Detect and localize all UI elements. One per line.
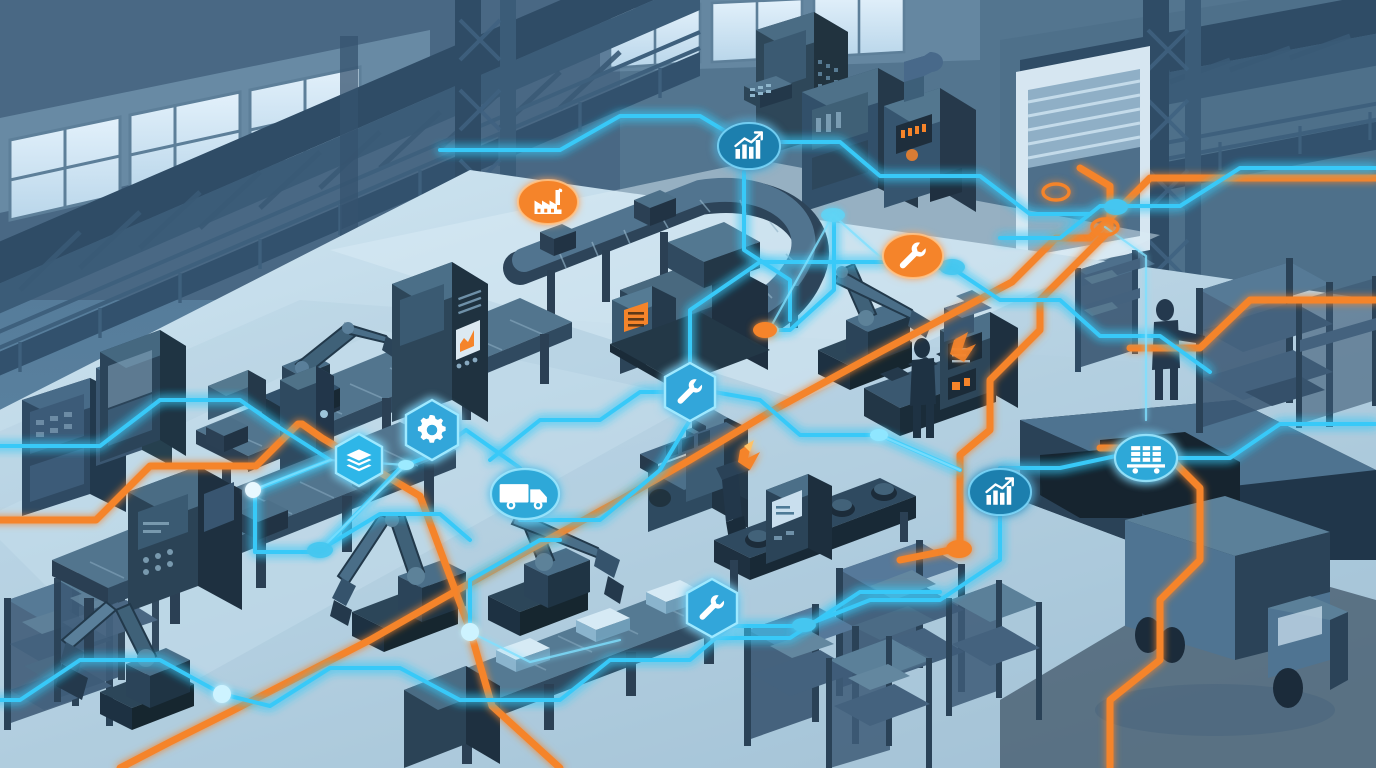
conveyor-box — [206, 417, 248, 452]
truck-icon[interactable] — [489, 467, 561, 521]
operator-worker — [910, 338, 936, 438]
wrench-icon[interactable] — [663, 361, 717, 423]
flow-nodes — [213, 182, 1128, 703]
robot-arm-lower-mid — [488, 504, 624, 636]
icon-badges[interactable] — [334, 122, 1179, 639]
hmi-panel — [744, 76, 792, 108]
conveyor-box — [634, 190, 676, 226]
conveyor-part — [576, 608, 630, 642]
assembly-station — [714, 474, 916, 592]
hmi-screen — [456, 320, 480, 360]
conveyor-part — [496, 638, 550, 672]
data-flow-line — [0, 114, 1376, 708]
factory-icon[interactable] — [517, 179, 579, 225]
pallet-icon[interactable] — [1113, 433, 1179, 483]
analytics-icon[interactable] — [717, 122, 781, 170]
wrench-icon[interactable] — [882, 233, 944, 279]
industrial-press — [744, 12, 976, 212]
delivery-truck — [1095, 496, 1348, 736]
wrench-icon[interactable] — [685, 577, 739, 639]
robot-arm-right — [818, 262, 932, 390]
conveyor-box — [540, 224, 576, 256]
power-cabinet — [128, 466, 242, 612]
welding-robot — [640, 410, 760, 546]
layers-icon[interactable] — [334, 432, 384, 488]
analytics-icon[interactable] — [968, 468, 1032, 516]
control-cabinet — [392, 262, 488, 422]
gear-icon[interactable] — [404, 398, 460, 462]
